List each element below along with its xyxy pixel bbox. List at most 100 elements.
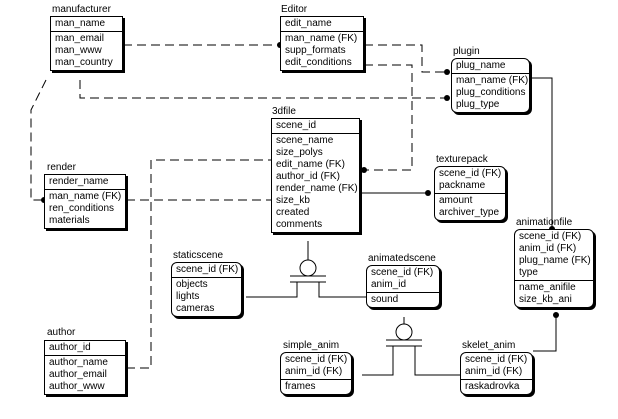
attribute: man_www: [55, 45, 102, 56]
manufacturer-title: manufacturer: [52, 4, 111, 15]
rel-manufacturer-plugin: [79, 80, 447, 99]
attribute: edit_conditions: [285, 57, 352, 68]
author-attr-section: author_name author_email author_www: [45, 355, 125, 394]
file3d-attr-section: scene_name size_polys edit_name (FK) aut…: [272, 133, 359, 232]
editor-key-section: edit_name: [281, 17, 363, 31]
file3d-title: 3dfile: [272, 106, 296, 117]
attribute: scene_id: [276, 120, 317, 131]
file3d-key-section: scene_id: [272, 119, 359, 133]
plugin-title: plugin: [453, 46, 480, 57]
attribute: raskadrovka: [465, 381, 520, 392]
attribute: author_id: [49, 342, 91, 353]
attribute: materials: [49, 215, 90, 226]
entity-skelet-anim[interactable]: scene_id (FK) anim_id (FK) raskadrovka: [460, 352, 533, 395]
attribute: scene_id (FK): [519, 231, 582, 242]
skelet-anim-key-section: scene_id (FK) anim_id (FK): [461, 353, 532, 379]
animationfile-title: animationfile: [516, 217, 573, 228]
attribute: edit_name (FK): [276, 159, 345, 170]
plugin-attr-section: man_name (FK) plug_conditions plug_type: [452, 73, 529, 112]
staticscene-key-section: scene_id (FK): [172, 263, 241, 277]
texturepack-key-section: scene_id (FK) packname: [435, 167, 505, 193]
attribute: man_name (FK): [456, 75, 529, 86]
entity-3dfile[interactable]: scene_id scene_name size_polys edit_name…: [271, 118, 360, 233]
entity-animatedscene[interactable]: scene_id (FK) anim_id sound: [366, 265, 440, 308]
attribute: created: [276, 207, 310, 218]
attribute: author_id (FK): [276, 171, 340, 182]
simple-anim-title: simple_anim: [283, 340, 340, 351]
attribute: render_name: [49, 176, 109, 187]
rel-manufacturer-render: [30, 79, 47, 201]
simple-anim-key-section: scene_id (FK) anim_id (FK): [281, 353, 351, 379]
attribute: author_name: [49, 357, 108, 368]
entity-staticscene[interactable]: scene_id (FK) objects lights cameras: [171, 262, 242, 317]
manufacturer-attr-section: man_email man_www man_country: [51, 31, 122, 70]
attribute: man_country: [55, 57, 113, 68]
attribute: name_anifile: [519, 282, 576, 293]
attribute: man_email: [55, 33, 104, 44]
animatedscene-title: animatedscene: [368, 253, 436, 264]
attribute: plug_conditions: [456, 87, 526, 98]
entity-manufacturer[interactable]: man_name man_email man_www man_country: [50, 16, 123, 71]
attribute: supp_formats: [285, 45, 346, 56]
texturepack-attr-section: amount archiver_type: [435, 193, 505, 220]
attribute: amount: [439, 195, 473, 206]
attribute: scene_id (FK): [285, 354, 348, 365]
attribute: render_name (FK): [276, 183, 358, 194]
attribute: scene_name: [276, 135, 334, 146]
entity-render[interactable]: render_name man_name (FK) ren_conditions…: [44, 174, 126, 229]
texturepack-title: texturepack: [436, 154, 488, 165]
staticscene-title: staticscene: [173, 250, 224, 261]
attribute: size_kb_ani: [519, 294, 572, 305]
attribute: lights: [176, 291, 200, 302]
attribute: scene_id (FK): [371, 267, 434, 278]
entity-simple-anim[interactable]: scene_id (FK) anim_id (FK) frames: [280, 352, 352, 395]
attribute: frames: [285, 381, 316, 392]
author-key-section: author_id: [45, 341, 125, 355]
entity-texturepack[interactable]: scene_id (FK) packname amount archiver_t…: [434, 166, 506, 221]
attribute: scene_id (FK): [465, 354, 528, 365]
animatedscene-attr-section: sound: [367, 292, 439, 307]
manufacturer-key-section: man_name: [51, 17, 122, 31]
animationfile-key-section: scene_id (FK) anim_id (FK) plug_name (FK…: [515, 230, 593, 280]
attribute: man_name (FK): [49, 191, 122, 202]
skelet-anim-title: skelet_anim: [462, 340, 516, 351]
attribute: size_kb: [276, 195, 310, 206]
attribute: man_name (FK): [285, 33, 358, 44]
attribute: edit_name: [285, 18, 332, 29]
attribute: sound: [371, 294, 399, 305]
attribute: author_www: [49, 381, 105, 392]
attribute: ren_conditions: [49, 203, 115, 214]
attribute: plug_name: [456, 60, 506, 71]
animatedscene-key-section: scene_id (FK) anim_id: [367, 266, 439, 292]
simple-anim-attr-section: frames: [281, 379, 351, 394]
attribute: author_email: [49, 369, 107, 380]
rel-plugin-animationfile: [530, 77, 553, 229]
attribute: anim_id (FK): [519, 243, 577, 254]
skelet-anim-attr-section: raskadrovka: [461, 379, 532, 394]
attribute: anim_id (FK): [465, 366, 523, 377]
staticscene-attr-section: objects lights cameras: [172, 277, 241, 316]
entity-editor[interactable]: edit_name man_name (FK) supp_formats edi…: [280, 16, 364, 71]
attribute: packname: [439, 180, 486, 191]
plugin-key-section: plug_name: [452, 59, 529, 73]
rel-editor-3dfile: [360, 64, 413, 171]
attribute: size_polys: [276, 147, 323, 158]
rel-editor-plugin: [364, 44, 447, 73]
attribute: comments: [276, 219, 323, 230]
render-attr-section: man_name (FK) ren_conditions materials: [45, 189, 125, 228]
entity-plugin[interactable]: plug_name man_name (FK) plug_conditions …: [451, 58, 530, 113]
attribute: plug_name (FK): [519, 255, 591, 266]
attribute: man_name: [55, 18, 106, 29]
attribute: plug_type: [456, 99, 500, 110]
editor-attr-section: man_name (FK) supp_formats edit_conditio…: [281, 31, 363, 70]
subtype-animatedscene: [362, 317, 460, 376]
entity-author[interactable]: author_id author_name author_email autho…: [44, 340, 126, 395]
entity-animationfile[interactable]: scene_id (FK) anim_id (FK) plug_name (FK…: [514, 229, 594, 308]
attribute: archiver_type: [439, 207, 500, 218]
attribute: type: [519, 267, 538, 278]
attribute: anim_id (FK): [285, 366, 343, 377]
attribute: cameras: [176, 303, 215, 314]
attribute: scene_id (FK): [176, 264, 239, 275]
attribute: anim_id: [371, 279, 407, 290]
